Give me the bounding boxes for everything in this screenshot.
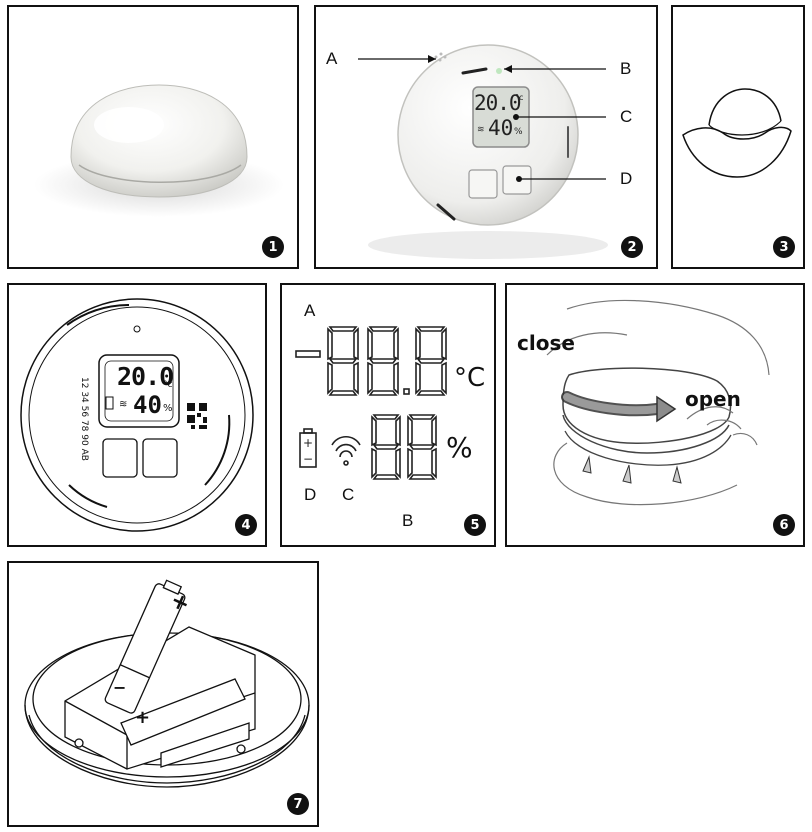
panel-number: 7 bbox=[287, 793, 309, 815]
panel-number: 2 bbox=[621, 236, 643, 258]
lcd-segment-diagram: + − bbox=[295, 326, 447, 480]
panel-6: close open 6 bbox=[505, 283, 805, 547]
lcd-humidity: 40 bbox=[488, 116, 514, 140]
twist-open-illustration bbox=[546, 299, 770, 506]
segment-label-b: B bbox=[402, 511, 414, 530]
panel-5: + − °C % A B C D 5 bbox=[280, 283, 496, 547]
panel-2: 20.0 °c ≋ 40 % A B C D 2 bbox=[314, 5, 658, 269]
segment-label-d: D bbox=[304, 485, 317, 504]
panel-4: 20.0 °c ≋ 40 % 12 34 56 78 90 AB 4 bbox=[7, 283, 267, 547]
humidity-unit-label: % bbox=[446, 431, 473, 464]
svg-text:+: + bbox=[303, 436, 313, 450]
callout-a: A bbox=[326, 49, 338, 68]
cup-illustration bbox=[682, 88, 792, 178]
battery-insertion-illustration: + − + bbox=[24, 579, 310, 788]
svg-text:+: + bbox=[135, 707, 150, 728]
serial-number: 12 34 56 78 90 AB bbox=[79, 377, 89, 461]
close-label: close bbox=[517, 331, 575, 355]
wifi-icon: ≋ bbox=[477, 125, 485, 135]
panel-number: 5 bbox=[464, 514, 486, 536]
device-top-view bbox=[20, 298, 254, 532]
panel-3: 3 bbox=[671, 5, 805, 269]
panel-number: 3 bbox=[773, 236, 795, 258]
lcd-temperature: 20.0 bbox=[117, 362, 174, 391]
lcd-temperature-unit: °c bbox=[515, 93, 524, 102]
lcd-humidity-unit: % bbox=[163, 403, 173, 414]
panel-1: 1 bbox=[7, 5, 299, 269]
segment-label-a: A bbox=[304, 301, 316, 320]
dome-illustration bbox=[34, 84, 284, 217]
panel-number: 1 bbox=[262, 236, 284, 258]
open-label: open bbox=[685, 387, 741, 411]
lcd-temperature-unit: °c bbox=[163, 380, 173, 390]
panel-number: 4 bbox=[235, 514, 257, 536]
lcd-humidity: 40 bbox=[133, 391, 162, 419]
callout-c: C bbox=[620, 107, 633, 126]
lcd-humidity-unit: % bbox=[514, 127, 523, 137]
device-front-illustration bbox=[358, 44, 608, 259]
lcd-temperature: 20.0 bbox=[474, 91, 522, 115]
temperature-unit-label: °C bbox=[454, 363, 486, 393]
wifi-icon: ≋ bbox=[119, 399, 128, 410]
svg-text:−: − bbox=[303, 452, 313, 466]
callout-d: D bbox=[620, 169, 633, 188]
svg-text:−: − bbox=[113, 678, 126, 697]
panel-number: 6 bbox=[773, 514, 795, 536]
callout-b: B bbox=[620, 59, 632, 78]
panel-7: + − + 7 bbox=[7, 561, 319, 827]
segment-label-c: C bbox=[342, 485, 355, 504]
